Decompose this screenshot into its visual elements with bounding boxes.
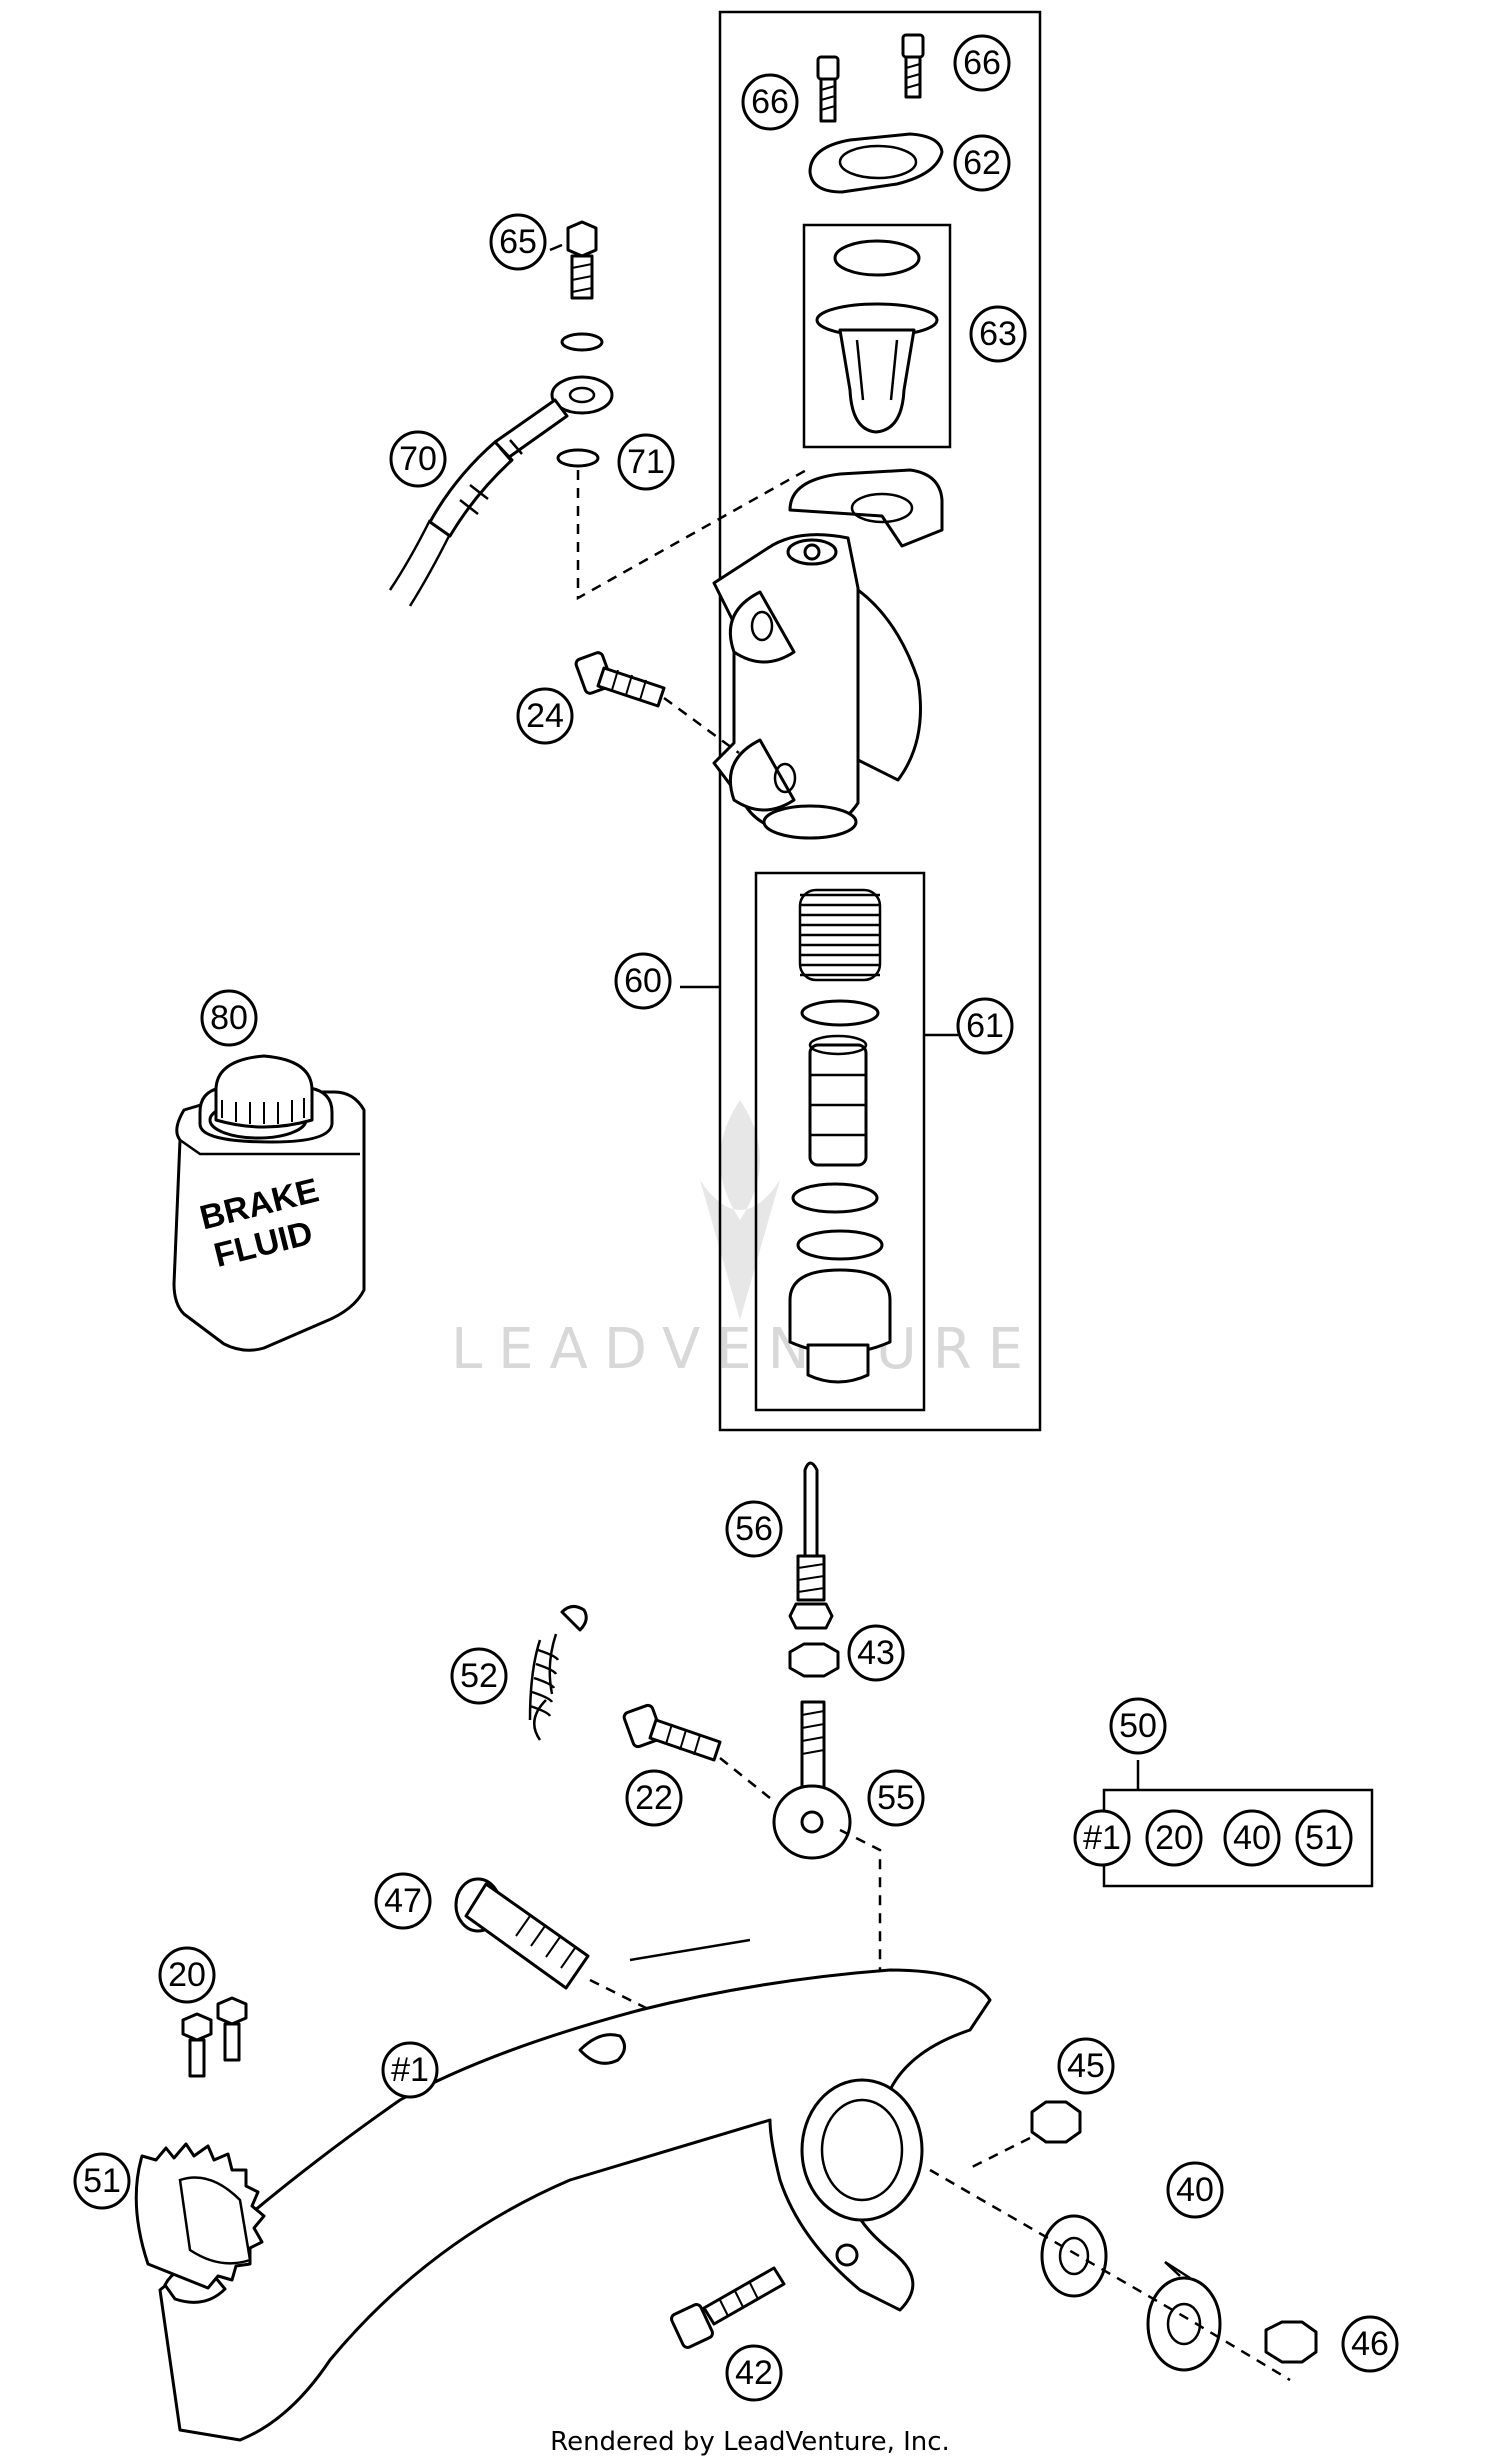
svg-text:52: 52 <box>460 1657 498 1695</box>
callout-51: 51 <box>73 2152 131 2210</box>
svg-text:#1: #1 <box>391 2051 429 2089</box>
footer-credit: Rendered by LeadVenture, Inc. <box>550 2427 950 2457</box>
svg-text:40: 40 <box>1176 2171 1214 2209</box>
watermark-logo <box>700 1100 780 1320</box>
callout-70: 70 <box>389 430 447 488</box>
reservoir-cover-62 <box>808 132 944 194</box>
svg-text:63: 63 <box>979 315 1017 353</box>
clevis-fork-55 <box>772 1700 852 1860</box>
callout-40: 40 <box>1166 2161 1224 2219</box>
bolt-24 <box>574 651 740 755</box>
pivot-bolt-47 <box>454 1877 671 2022</box>
bolt-22 <box>622 1703 771 1799</box>
callout-52: 52 <box>450 1647 508 1705</box>
kit-item-51: 51 <box>1295 1809 1353 1867</box>
nut-45-guide <box>969 2136 1031 2170</box>
master-cylinder-body <box>712 468 944 840</box>
callout-60: 60 <box>614 952 672 1010</box>
svg-text:20: 20 <box>1155 1819 1193 1857</box>
svg-text:80: 80 <box>210 999 248 1037</box>
bolt-42 <box>670 2266 786 2349</box>
callout-22: 22 <box>625 1769 683 1827</box>
svg-text:40: 40 <box>1233 1819 1271 1857</box>
callout-65: 65 <box>489 213 547 271</box>
fork-connection-guide <box>839 1828 882 2061</box>
reservoir-63 <box>815 239 939 434</box>
svg-text:66: 66 <box>751 83 789 121</box>
svg-text:51: 51 <box>83 2162 121 2200</box>
washer-71 <box>556 448 600 468</box>
callout-43: 43 <box>847 1624 905 1682</box>
svg-text:47: 47 <box>384 1882 422 1920</box>
banjo-bolt-65 <box>566 220 598 300</box>
brake-pedal-1 <box>158 1938 992 2442</box>
callout-62: 62 <box>953 134 1011 192</box>
bearing-axis-guide <box>929 2168 1291 2382</box>
callout-47: 47 <box>374 1872 432 1930</box>
reservoir-kit-frame <box>802 223 952 449</box>
hose-connection-guide <box>576 466 811 601</box>
callout-42: 42 <box>725 2344 783 2402</box>
kit-item-1: #1 <box>1073 1809 1131 1867</box>
svg-text:20: 20 <box>168 1956 206 1994</box>
svg-text:65: 65 <box>499 223 537 261</box>
svg-text:46: 46 <box>1351 2325 1389 2363</box>
svg-text:42: 42 <box>735 2354 773 2392</box>
bearing-40-a <box>1040 2214 1108 2298</box>
push-rod-56 <box>788 1461 834 1630</box>
kit-item-40: 40 <box>1223 1809 1281 1867</box>
callout-56: 56 <box>725 1500 783 1558</box>
svg-text:50: 50 <box>1119 1707 1157 1745</box>
svg-text:61: 61 <box>966 1007 1004 1045</box>
callout-61: 61 <box>956 997 1014 1055</box>
callout-45: 45 <box>1057 2037 1115 2095</box>
svg-text:24: 24 <box>526 697 564 735</box>
piston-kit-frame <box>754 871 926 1412</box>
svg-text:22: 22 <box>635 1779 673 1817</box>
svg-text:56: 56 <box>735 1510 773 1548</box>
svg-text:55: 55 <box>877 1779 915 1817</box>
callout-50: 50 <box>1109 1697 1167 1755</box>
bolts-20 <box>181 1996 248 2078</box>
callout-66-left: 66 <box>741 73 799 131</box>
callout-46: 46 <box>1341 2315 1399 2373</box>
svg-text:66: 66 <box>963 44 1001 82</box>
washer-upper <box>560 332 604 352</box>
master-cylinder-group-frame <box>718 10 1042 1432</box>
nut-43 <box>788 1642 840 1678</box>
spring-52 <box>528 1605 588 1741</box>
brake-hose-70 <box>388 375 614 607</box>
svg-text:70: 70 <box>399 440 437 478</box>
svg-text:51: 51 <box>1305 1819 1343 1857</box>
nut-46 <box>1264 2320 1318 2364</box>
pedal-step-51 <box>134 2142 266 2290</box>
svg-text:#1: #1 <box>1083 1819 1121 1857</box>
leader-lines <box>549 243 1191 2280</box>
callout-55: 55 <box>867 1769 925 1827</box>
svg-text:43: 43 <box>857 1634 895 1672</box>
svg-text:62: 62 <box>963 144 1001 182</box>
callout-20: 20 <box>158 1946 216 2004</box>
callout-80: 80 <box>200 989 258 1047</box>
callout-1: #1 <box>381 2041 439 2099</box>
svg-text:71: 71 <box>627 443 665 481</box>
callout-66-right: 66 <box>953 34 1011 92</box>
svg-text:45: 45 <box>1067 2047 1105 2085</box>
svg-text:60: 60 <box>624 962 662 1000</box>
kit-item-20: 20 <box>1145 1809 1203 1867</box>
piston-kit-61-parts <box>788 888 892 1384</box>
bearing-40-b <box>1146 2276 1222 2372</box>
callout-71: 71 <box>617 433 675 491</box>
cap-screw-66-right <box>901 33 925 99</box>
callout-63: 63 <box>969 305 1027 363</box>
watermark-text: LEADVENTURE <box>451 1317 1039 1382</box>
callout-24: 24 <box>516 687 574 745</box>
nut-45 <box>1030 2100 1082 2144</box>
cap-screw-66-left <box>816 55 840 123</box>
brake-fluid-bottle-80: BRAKE FLUID <box>172 1054 366 1352</box>
